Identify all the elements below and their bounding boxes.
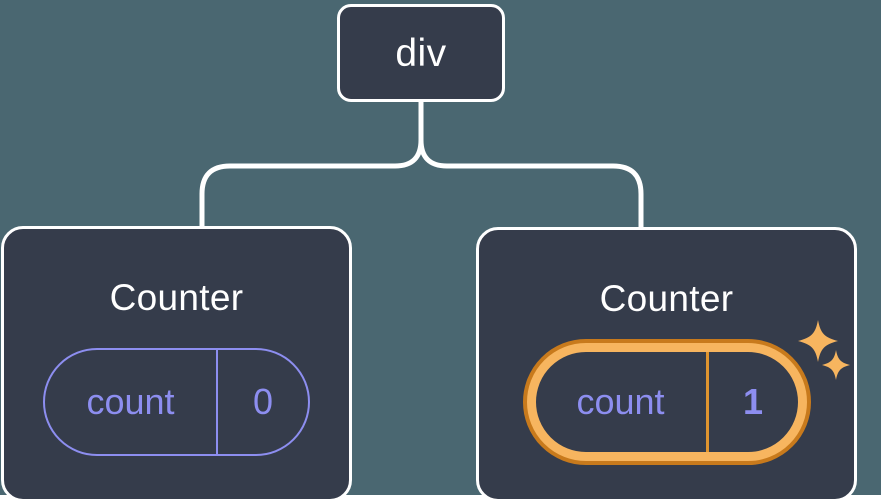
state-pill-left-key: count	[45, 350, 218, 454]
state-pill-right-outer-ring	[522, 339, 811, 465]
state-pill-right-key: count	[536, 352, 709, 452]
node-root-div[interactable]: div	[337, 4, 505, 102]
state-pill-left[interactable]: count 0	[43, 348, 310, 456]
state-pill-left-value: 0	[252, 381, 274, 422]
state-pill-right-inner-ring: count 1	[526, 343, 807, 461]
node-counter-left-title: Counter	[109, 277, 244, 318]
node-counter-right-title: Counter	[599, 278, 734, 319]
node-counter-left[interactable]: Counter count 0	[1, 226, 352, 502]
state-pill-right-value: 1	[742, 381, 764, 422]
node-root-label: div	[395, 31, 447, 75]
node-counter-right[interactable]: Counter count 1	[476, 227, 857, 502]
state-pill-right[interactable]: count 1	[522, 339, 811, 465]
